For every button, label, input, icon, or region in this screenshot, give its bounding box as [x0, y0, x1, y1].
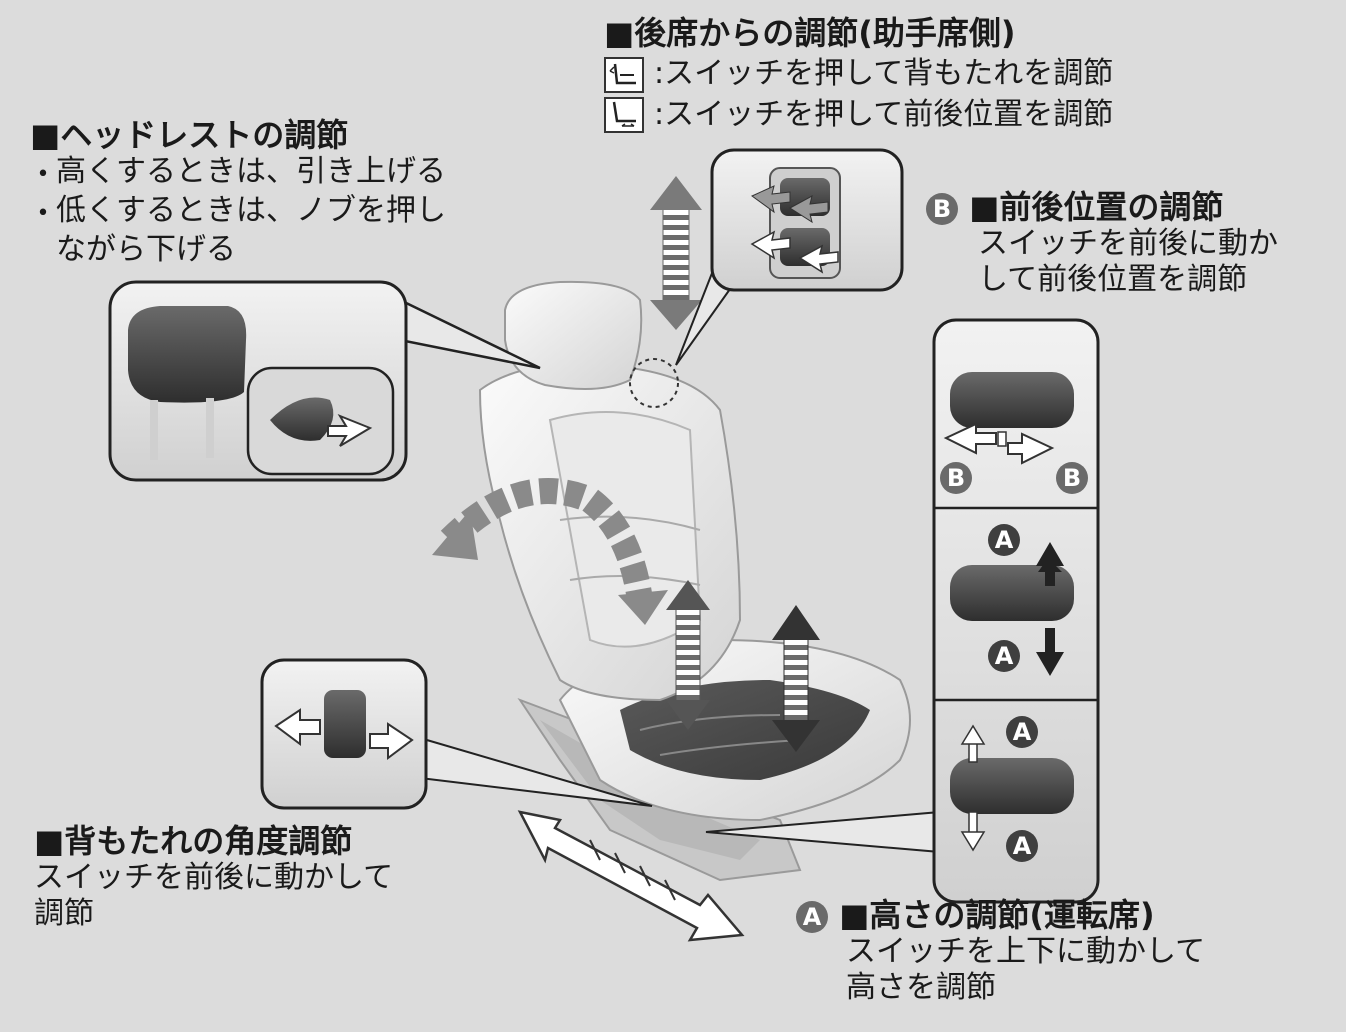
bullet: • [36, 162, 50, 187]
badge-a-up-driver: A [988, 524, 1020, 556]
headrest-lower-text-cont: ながら下げる [56, 232, 236, 267]
badge-b-right: B [1056, 462, 1088, 494]
fore-aft-line2: して前後位置を調節 [978, 262, 1248, 297]
recline-title: ■背もたれの角度調節 [34, 822, 353, 860]
rear-adjust-recline-text: :スイッチを押して背もたれを調節 [654, 56, 1114, 91]
seat-headrest [504, 280, 643, 390]
height-arrow-icon [666, 580, 710, 730]
recline-seat-icon [604, 56, 644, 93]
headrest-height-arrow-icon [650, 176, 702, 330]
badge-a-down-driver: A [988, 640, 1020, 672]
switch-detail-panel [705, 318, 1100, 904]
headrest-lower-text: 低くするときは、ノブを押し [56, 193, 446, 228]
height-section: A ■高さの調節(運転席) スイッチを上下に動かして 高さを調節 [796, 896, 1205, 1006]
badge-a-up: A [1006, 716, 1038, 748]
fore-aft-arrow-icon [517, 810, 745, 942]
rear-adjust-slide-text: :スイッチを押して前後位置を調節 [654, 96, 1114, 132]
height-line2: 高さを調節 [846, 970, 996, 1005]
headrest-section: ■ヘッドレストの調節 • 高くするときは、引き上げる • 低くするときは、ノブを… [30, 116, 446, 268]
recline-section: ■背もたれの角度調節 スイッチを前後に動かして 調節 [34, 822, 393, 932]
height-title: ■高さの調節(運転席) [839, 896, 1155, 934]
headrest-raise-text: 高くするときは、引き上げる [56, 154, 446, 189]
badge-b-left: B [940, 462, 972, 494]
badge-a-down: A [1006, 830, 1038, 862]
recline-line2: 調節 [34, 896, 94, 931]
fore-aft-title: ■前後位置の調節 [969, 188, 1224, 226]
rear-switch-callout [675, 148, 904, 366]
rear-adjust-section: ■後席からの調節(助手席側) :スイッチを押して背もたれを調節 :スイッチを押し… [604, 14, 1113, 133]
recline-line1: スイッチを前後に動かして [34, 860, 394, 895]
recline-switch-callout [260, 658, 653, 810]
headrest-callout [108, 280, 541, 482]
height-arrow-dark-icon [772, 605, 820, 752]
recline-arrow-icon [432, 478, 668, 625]
bullet: • [36, 201, 50, 226]
slide-seat-icon [604, 97, 644, 133]
height-line1: スイッチを上下に動かして [846, 934, 1206, 969]
rear-adjust-title: ■後席からの調節(助手席側) [604, 14, 1016, 52]
fore-aft-section: B ■前後位置の調節 スイッチを前後に動か して前後位置を調節 [926, 188, 1278, 298]
headrest-title: ■ヘッドレストの調節 [30, 116, 349, 154]
badge-b: B [926, 193, 958, 225]
fore-aft-line1: スイッチを前後に動か [978, 226, 1278, 261]
rear-switch-location-marker [629, 358, 679, 408]
badge-a: A [796, 901, 828, 933]
